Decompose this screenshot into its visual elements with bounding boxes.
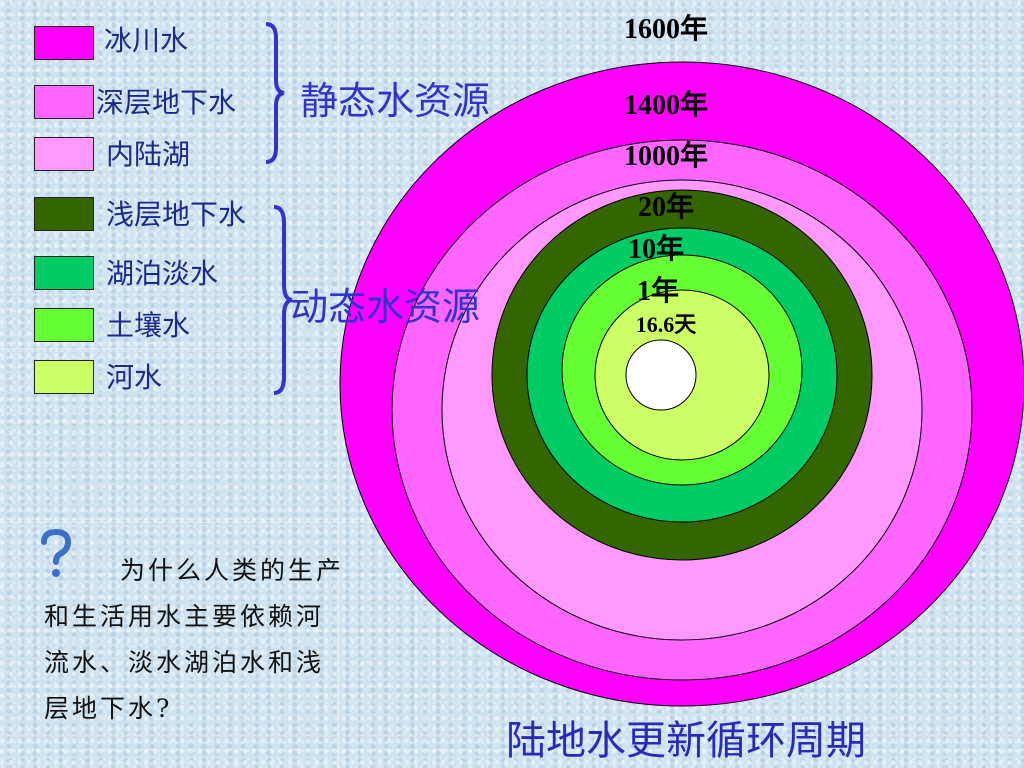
ring-label-soil-water: 1年 bbox=[637, 274, 679, 307]
static-water-label: 静态水资源 bbox=[300, 79, 491, 123]
legend-label-glacier: 冰川水 bbox=[104, 24, 189, 57]
ring-label-river: 16.6天 bbox=[636, 312, 698, 337]
legend-swatch-soil-water bbox=[34, 308, 94, 342]
dynamic-water-label: 动态水资源 bbox=[290, 285, 481, 329]
legend-swatch-shallow-groundwater bbox=[34, 197, 94, 231]
ring-center bbox=[625, 339, 697, 411]
dynamic-brace bbox=[273, 205, 293, 395]
question-line-2: 和生活用水主要依赖河 bbox=[44, 602, 325, 631]
legend-label-inland-lake: 内陆湖 bbox=[106, 138, 191, 171]
ring-label-deep-groundwater: 1400年 bbox=[624, 88, 708, 121]
legend-swatch-inland-lake bbox=[34, 137, 94, 171]
legend-label-deep-groundwater: 深层地下水 bbox=[96, 86, 237, 119]
legend-label-shallow-groundwater: 浅层地下水 bbox=[106, 198, 247, 231]
legend-label-lake-freshwater: 湖泊淡水 bbox=[106, 257, 219, 290]
legend-swatch-deep-groundwater bbox=[34, 85, 94, 119]
grid-line bbox=[338, 0, 339, 768]
legend-swatch-river bbox=[34, 360, 94, 394]
question-text: 为什么人类的生产 和生活用水主要依赖河 流水、淡水湖泊水和浅 层地下水? bbox=[44, 548, 404, 732]
question-mark-icon bbox=[41, 528, 72, 577]
static-brace bbox=[265, 22, 285, 164]
ring-label-inland-lake: 1000年 bbox=[624, 139, 708, 172]
ring-label-shallow-groundwater: 20年 bbox=[638, 190, 694, 223]
legend-label-river: 河水 bbox=[106, 361, 163, 394]
ring-label-lake-freshwater: 10年 bbox=[628, 232, 684, 265]
legend-swatch-lake-freshwater bbox=[34, 256, 94, 290]
legend-label-soil-water: 土壤水 bbox=[106, 309, 191, 342]
question-line-1: 为什么人类的生产 bbox=[120, 556, 345, 585]
ring-label-glacier: 1600年 bbox=[624, 12, 708, 45]
diagram-caption: 陆地水更新循环周期 bbox=[506, 718, 866, 764]
question-line-4: 层地下水? bbox=[44, 694, 173, 723]
question-line-3: 流水、淡水湖泊水和浅 bbox=[44, 648, 325, 677]
legend-swatch-glacier bbox=[34, 26, 94, 60]
